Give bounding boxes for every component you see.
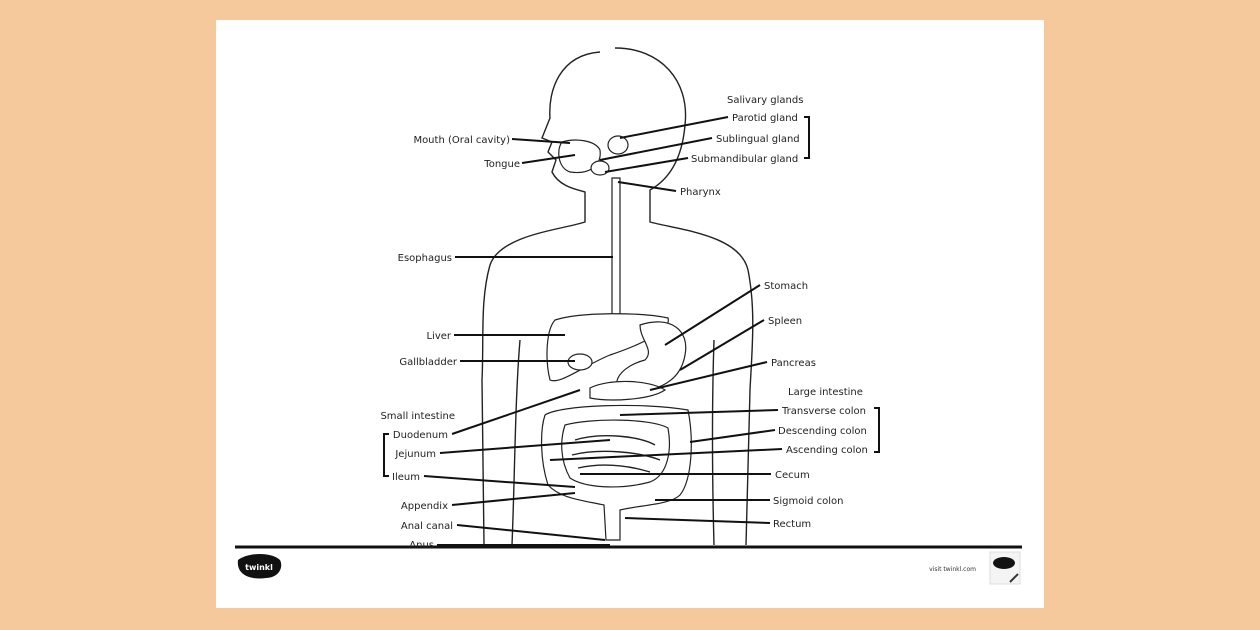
salivary-bracket [804, 116, 810, 159]
large-intestine-bracket [874, 407, 880, 453]
small-intestine-bracket [383, 433, 389, 477]
organs [540, 135, 692, 541]
label-duodenum: Duodenum [393, 430, 448, 441]
label-pharynx: Pharynx [680, 187, 721, 198]
footer-website[interactable]: visit twinkl.com [929, 566, 976, 573]
label-gallbladder: Gallbladder [399, 357, 458, 368]
label-descending-colon: Descending colon [778, 426, 867, 437]
label-anal-canal: Anal canal [401, 521, 453, 532]
label-transverse-colon: Transverse colon [781, 406, 866, 417]
twinkl-logo[interactable]: twinkl [237, 554, 282, 579]
label-submandibular: Submandibular gland [691, 154, 798, 165]
label-pancreas: Pancreas [771, 358, 816, 369]
label-mouth: Mouth (Oral cavity) [413, 135, 510, 146]
label-salivary-glands: Salivary glands [727, 95, 803, 106]
label-appendix: Appendix [401, 501, 448, 512]
label-stomach: Stomach [764, 281, 808, 292]
label-tongue: Tongue [483, 159, 520, 170]
label-small-intestine: Small intestine [380, 411, 455, 422]
label-sigmoid-colon: Sigmoid colon [773, 496, 844, 507]
label-rectum: Rectum [773, 519, 811, 530]
submandibular-gland [590, 160, 610, 176]
label-large-intestine: Large intestine [788, 387, 863, 398]
label-liver: Liver [426, 331, 451, 342]
label-ileum: Ileum [392, 472, 420, 483]
label-jejunum: Jejunum [394, 449, 436, 460]
parotid-gland [607, 135, 629, 155]
label-cecum: Cecum [775, 470, 810, 481]
logo-text: twinkl [245, 563, 273, 572]
body-outline [481, 47, 754, 546]
label-esophagus: Esophagus [398, 253, 452, 264]
label-anus: Anus [409, 540, 434, 551]
leader-lines [235, 116, 1022, 549]
esophagus [611, 177, 621, 331]
label-parotid: Parotid gland [732, 113, 798, 124]
label-ascending-colon: Ascending colon [786, 445, 868, 456]
colouring-icon [989, 551, 1021, 585]
pancreas [589, 380, 667, 401]
label-spleen: Spleen [768, 316, 802, 327]
label-sublingual: Sublingual gland [716, 134, 800, 145]
